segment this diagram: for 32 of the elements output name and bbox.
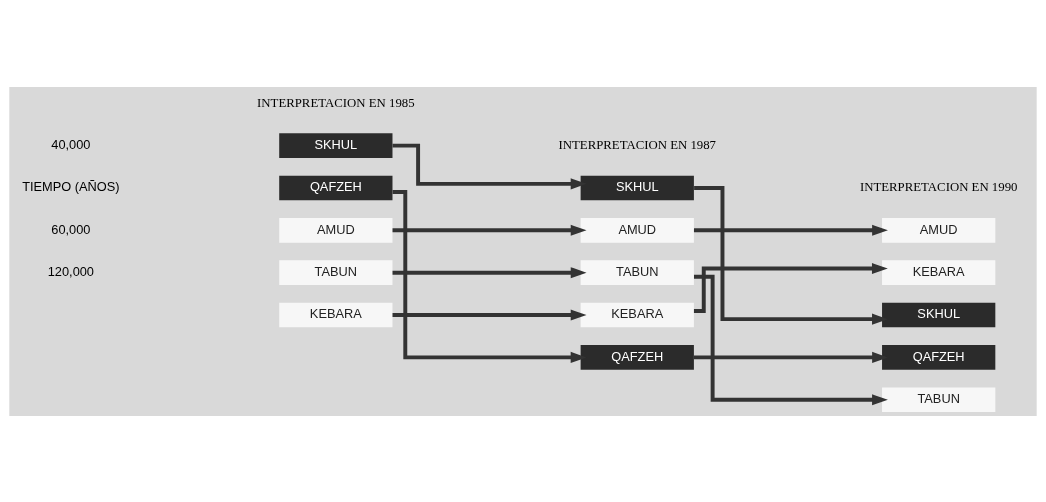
node-box: SKHUL: [882, 302, 996, 327]
arrow: [693, 262, 888, 313]
label: 40,000: [51, 136, 91, 152]
node-box: TABUN: [580, 259, 694, 285]
label: 60,000: [51, 221, 91, 237]
label: TIEMPO (AÑOS): [22, 178, 120, 194]
arrow: [392, 189, 587, 363]
node-box: QAFZEH: [279, 175, 393, 200]
arrow: [392, 224, 587, 236]
node-box: SKHUL: [580, 175, 694, 200]
node-box: TABUN: [882, 386, 996, 412]
node-box: QAFZEH: [580, 344, 694, 370]
node-box: AMUD: [580, 217, 694, 243]
node-box: SKHUL: [279, 132, 393, 158]
arrow: [694, 274, 888, 405]
node-box: KEBARA: [279, 302, 393, 327]
node-box: AMUD: [882, 217, 996, 243]
node-box: KEBARA: [580, 302, 694, 327]
label: INTERPRETACION EN 1990: [859, 179, 1018, 194]
node-box: QAFZEH: [882, 344, 996, 370]
arrow: [392, 309, 587, 321]
label: INTERPRETACION EN 1985: [257, 95, 415, 110]
label: 120,000: [47, 263, 94, 279]
node-box: TABUN: [279, 259, 393, 285]
arrow: [694, 185, 888, 325]
node-box: KEBARA: [882, 259, 996, 285]
arrow: [392, 266, 587, 278]
arrow: [693, 351, 888, 363]
label: INTERPRETACION EN 1987: [558, 137, 717, 152]
node-box: AMUD: [279, 217, 393, 243]
arrow: [392, 143, 587, 189]
arrow: [693, 224, 888, 236]
